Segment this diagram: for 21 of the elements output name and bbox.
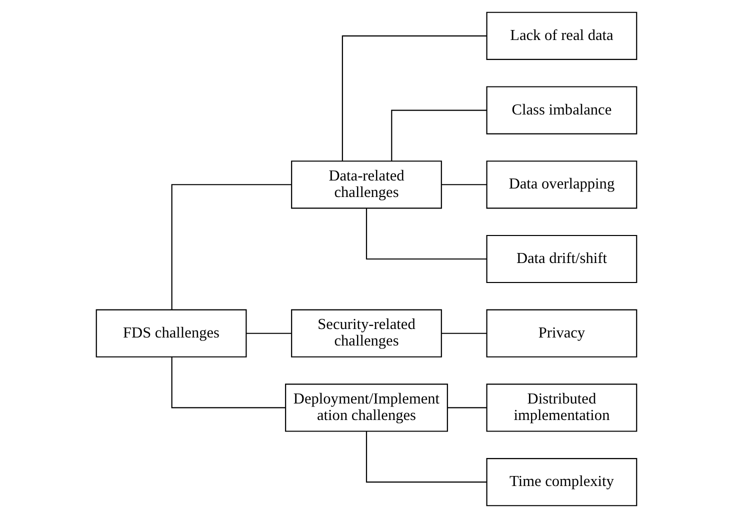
connector [170, 184, 292, 310]
node-box: Privacy [486, 309, 637, 358]
connector [390, 110, 486, 162]
connector [447, 407, 486, 408]
connector [170, 356, 285, 408]
connector [365, 431, 486, 483]
node-box: Lack of real data [486, 12, 637, 60]
connector [440, 184, 486, 186]
connector [440, 332, 486, 334]
connector [246, 332, 291, 334]
node-box: Time complexity [486, 458, 637, 506]
node-box: Class imbalance [486, 86, 637, 134]
node-box: Data-related challenges [290, 160, 442, 209]
node-box: Distributed implementation [486, 384, 637, 432]
node-box: Data overlapping [486, 160, 637, 209]
connector [341, 35, 486, 162]
node-box: FDS challenges [95, 309, 246, 358]
node-box: Data drift/shift [486, 234, 637, 284]
connector [365, 208, 486, 260]
node-box: Deployment/Implement ation challenges [284, 384, 448, 432]
node-box: Security-related challenges [290, 309, 442, 358]
